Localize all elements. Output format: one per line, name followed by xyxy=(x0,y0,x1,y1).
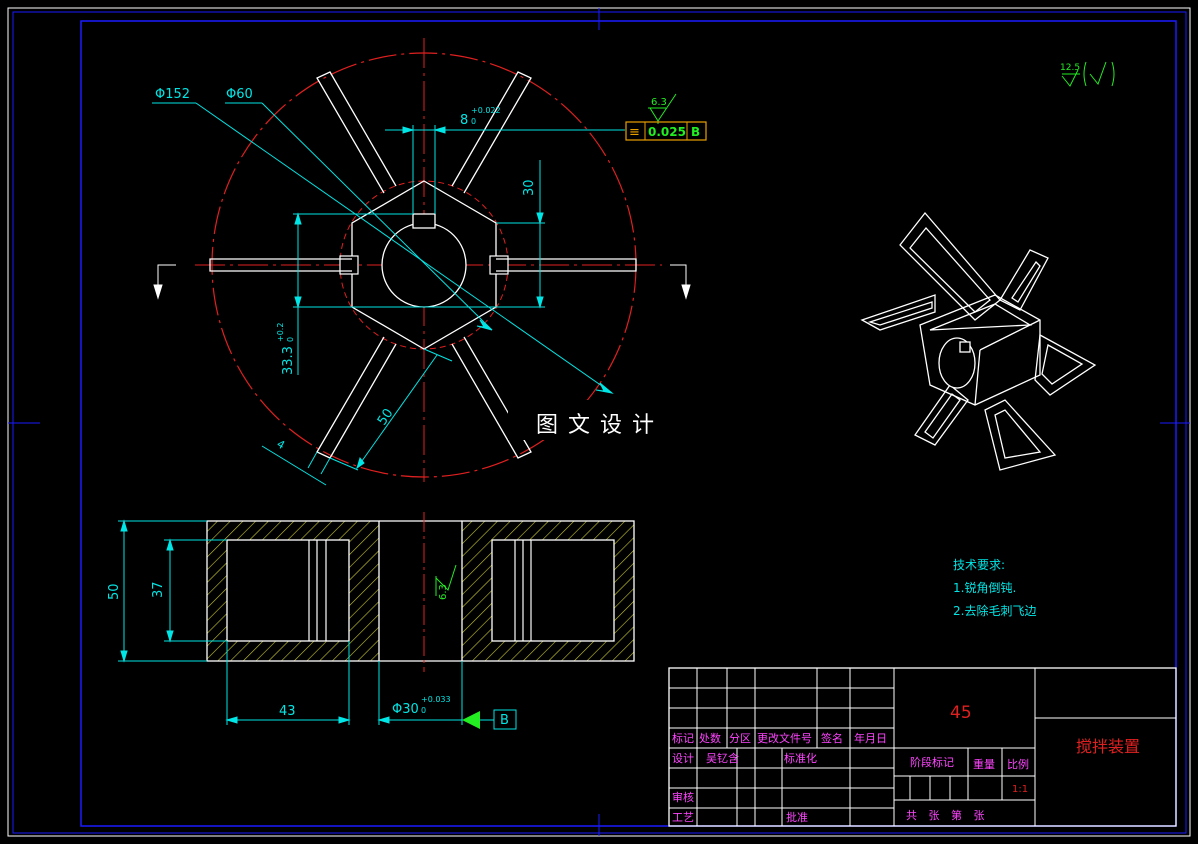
tech-requirements: 技术要求: 1.锐角倒钝. 2.去除毛刺飞边 xyxy=(953,558,1036,618)
title-block: 标记 处数 分区 更改文件号 签名 年月日 设计 吴钇含 标准化 审核 工艺 批… xyxy=(668,667,1177,827)
dim-33-3-tol-low: 0 xyxy=(286,337,295,342)
roughness-keyway: 6.3 xyxy=(651,97,667,108)
general-roughness xyxy=(1061,61,1115,87)
tb-design-label: 设计 xyxy=(672,752,694,765)
tb-material: 45 xyxy=(950,703,972,723)
tb-h-docno: 更改文件号 xyxy=(757,731,812,745)
tb-review-label: 审核 xyxy=(672,790,694,804)
dim-bore: Φ30 xyxy=(392,702,419,717)
tb-weight-label: 重量 xyxy=(973,757,995,771)
section-view: 6.3 50 37 43 xyxy=(107,512,635,730)
dim-height-37: 37 xyxy=(151,581,166,598)
dim-keyway-tol: +0.022 xyxy=(471,106,501,115)
tolerance-datum: B xyxy=(691,125,700,139)
tolerance-frame: ≡ 0.025 B xyxy=(625,121,707,141)
blades xyxy=(209,71,637,459)
tech-item-2: 2.去除毛刺飞边 xyxy=(953,603,1036,618)
dim-dia-inner: Φ60 xyxy=(226,87,253,102)
bore-circle xyxy=(381,222,467,308)
tb-scale-label: 比例 xyxy=(1007,757,1029,771)
tb-h-mark: 标记 xyxy=(672,731,694,745)
tb-approve-label: 批准 xyxy=(786,810,808,824)
dim-bore-tol: +0.033 xyxy=(421,695,451,704)
tb-designer: 吴钇含 xyxy=(706,751,739,765)
tb-h-zone: 分区 xyxy=(729,732,751,745)
tb-process-label: 工艺 xyxy=(672,811,694,824)
tb-h-sign: 签名 xyxy=(821,731,843,745)
tb-h-date: 年月日 xyxy=(854,731,887,745)
isometric-view xyxy=(860,211,1097,471)
tb-h-count: 处数 xyxy=(699,732,721,745)
roughness-general: 12.5 xyxy=(1060,63,1080,73)
dim-dia-outer: Φ152 xyxy=(155,87,190,102)
tolerance-value: 0.025 xyxy=(648,125,686,139)
tech-item-1: 1.锐角倒钝. xyxy=(953,581,1016,595)
dim-33-3: 33.3 xyxy=(281,346,296,375)
dim-height-50: 50 xyxy=(107,583,122,600)
dia-leaders xyxy=(152,102,614,394)
symmetry-symbol: ≡ xyxy=(629,125,640,140)
dim-bore-tol-low: 0 xyxy=(421,706,426,715)
top-view: Φ152 Φ60 8 +0.022 0 6.3 ≡ 0.025 B xyxy=(152,38,707,486)
dim-keyway-width: 8 xyxy=(460,113,468,128)
datum-triangle xyxy=(462,711,480,729)
dim-width-43: 43 xyxy=(279,704,296,719)
drawing-frame xyxy=(7,7,1191,837)
dim-50-blade: 50 xyxy=(375,406,397,428)
tb-standard-label: 标准化 xyxy=(784,751,817,765)
dim-33-3-tol: +0.2 xyxy=(276,323,285,342)
section-marks xyxy=(153,264,691,300)
dim-4: 4 xyxy=(275,437,288,452)
tb-scale-value: 1:1 xyxy=(1012,784,1028,795)
roughness-bore: 6.3 xyxy=(438,584,449,600)
tech-heading: 技术要求: xyxy=(953,558,1005,572)
dim-30: 30 xyxy=(522,179,537,196)
tb-sheets-label: 共 张 第 张 xyxy=(906,808,989,822)
dim-keyway-tol-low: 0 xyxy=(471,117,476,126)
watermark: 图文设计 xyxy=(536,413,664,438)
tb-stage-label: 阶段标记 xyxy=(910,755,954,769)
tb-part-name: 搅拌装置 xyxy=(1076,737,1140,756)
keyway xyxy=(412,213,436,229)
datum-label: B xyxy=(500,713,509,728)
